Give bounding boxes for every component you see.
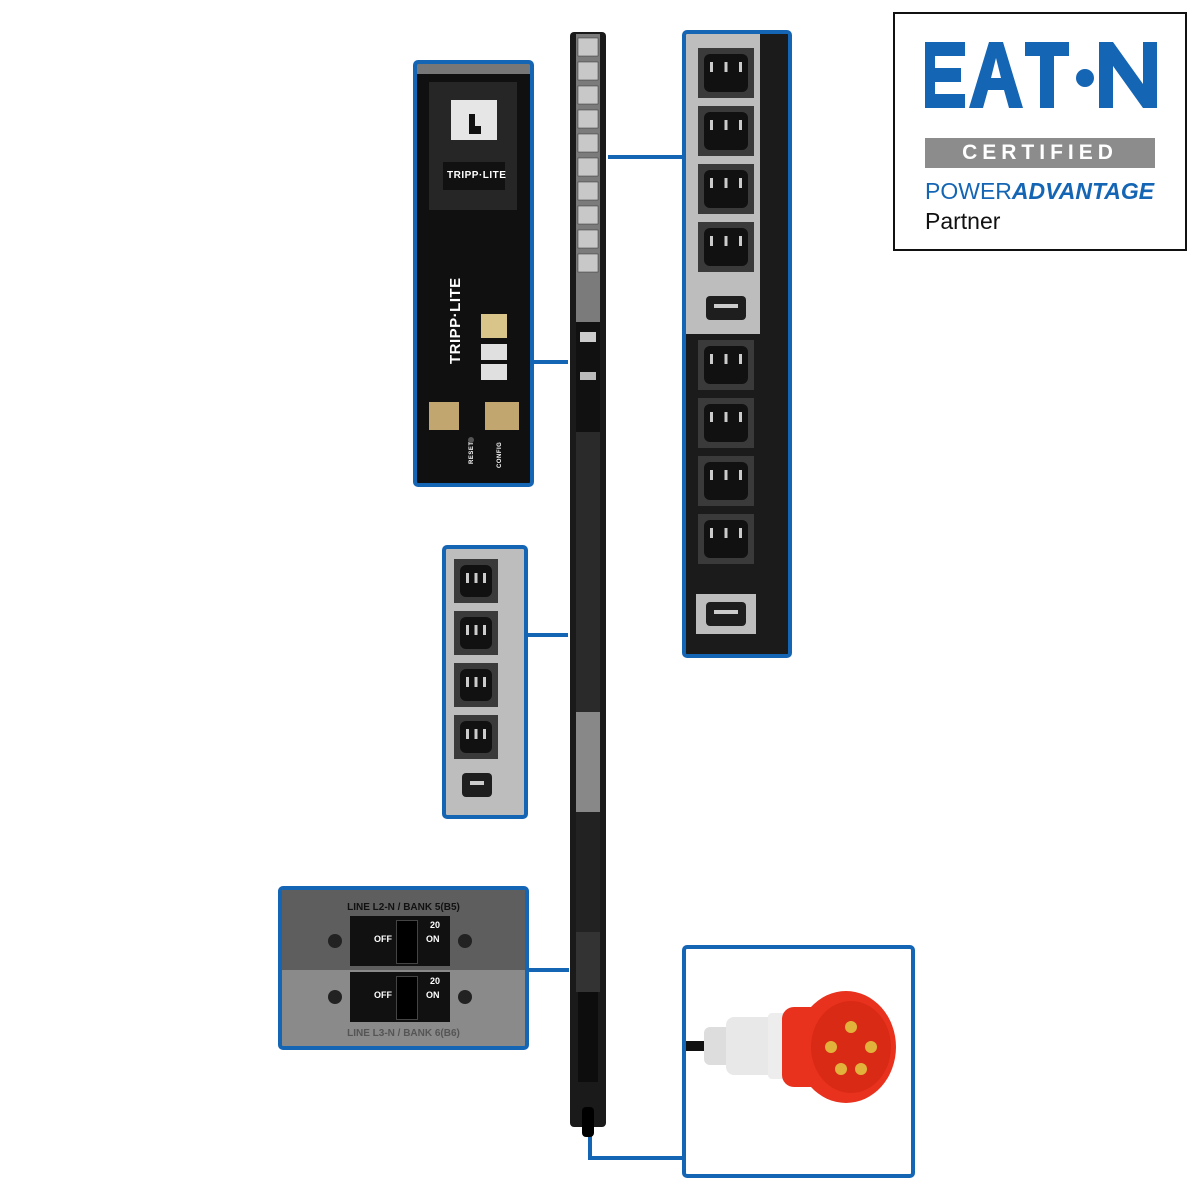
certified-banner: CERTIFIED <box>925 138 1155 168</box>
breaker-on-label-b5: ON <box>426 934 440 944</box>
strip-outlet <box>577 205 599 225</box>
power-text: POWER <box>925 178 1012 204</box>
breaker-on-label-b6: ON <box>426 990 440 1000</box>
power-advantage-text: POWERADVANTAGE <box>925 178 1154 205</box>
strip-outlet <box>577 157 599 177</box>
breaker-rating-b5: 20 <box>430 920 441 930</box>
breaker-rating-b6: 20 <box>430 976 441 986</box>
outlet-c13 <box>698 164 754 214</box>
outlets-left <box>446 549 524 815</box>
connector-plug-horizontal <box>588 1156 684 1160</box>
pdu-strip <box>570 32 606 1137</box>
outlet-panel-left <box>442 545 528 819</box>
breaker-panel: LINE L2-N / BANK 5(B5) LINE L3-N / BANK … <box>278 886 529 1050</box>
screw-icon <box>458 934 472 948</box>
outlet-c13 <box>454 663 498 707</box>
connector-plug-vertical <box>588 1115 592 1160</box>
outlet-c13 <box>698 48 754 98</box>
config-label: CONFIG <box>497 441 503 468</box>
iec-plug-icon <box>686 991 896 1103</box>
breaker-off-label-b5: OFF <box>374 934 392 944</box>
screw-icon <box>328 934 342 948</box>
partner-text: Partner <box>925 208 1001 234</box>
strip-outlet <box>577 253 599 273</box>
outlet-c19 <box>696 594 756 634</box>
outlet-c13 <box>698 106 754 156</box>
outlet-c13 <box>698 456 754 506</box>
strip-outlet <box>577 133 599 153</box>
outlets-right <box>686 34 788 654</box>
outlet-c13 <box>698 340 754 390</box>
strip-outlet <box>577 229 599 249</box>
eaton-certified-badge: CERTIFIED POWERADVANTAGE Partner <box>893 12 1187 251</box>
reset-label: RESET <box>469 441 475 464</box>
display-panel: TRIPP·LITE TRIPP·LITE RESET CONFIG <box>413 60 534 487</box>
strip-outlet <box>577 37 599 57</box>
tripp-lite-logo-large: TRIPP·LITE <box>447 277 464 364</box>
connector-display <box>534 360 568 364</box>
strip-outlet <box>577 109 599 129</box>
screw-icon <box>458 990 472 1004</box>
breaker-off-label-b6: OFF <box>374 990 392 1000</box>
outlet-c13 <box>454 611 498 655</box>
outlet-c19 <box>452 765 502 805</box>
outlet-c13 <box>454 559 498 603</box>
breaker-bottom-label: LINE L3-N / BANK 6(B6) <box>347 1028 460 1039</box>
strip-outlet <box>577 61 599 81</box>
connector-left-panel <box>528 633 568 637</box>
tripp-lite-logo-small: TRIPP·LITE <box>447 170 507 181</box>
screw-icon <box>328 990 342 1004</box>
strip-outlet <box>577 85 599 105</box>
plug-panel <box>682 945 915 1178</box>
connector-breaker <box>529 968 569 972</box>
outlet-c13 <box>698 514 754 564</box>
eaton-logo <box>925 42 1157 108</box>
strip-outlet <box>577 181 599 201</box>
outlet-c13 <box>698 222 754 272</box>
connector-right-panel <box>608 155 684 159</box>
display-panel-art <box>417 64 530 443</box>
breaker-toggle-b6[interactable] <box>396 976 418 1020</box>
outlet-c13 <box>454 715 498 759</box>
breaker-top-label: LINE L2-N / BANK 5(B5) <box>347 902 460 913</box>
outlet-c19 <box>696 288 756 328</box>
advantage-text: ADVANTAGE <box>1011 178 1155 204</box>
breaker-toggle-b5[interactable] <box>396 920 418 964</box>
outlet-panel-right <box>682 30 792 658</box>
outlet-c13 <box>698 398 754 448</box>
